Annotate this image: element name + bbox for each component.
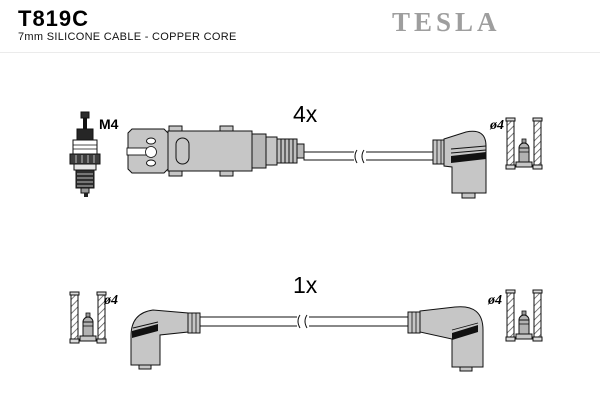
cable-break-icon [297, 314, 309, 329]
terminal-diameter-label-bottom-right: ø4 [487, 293, 502, 308]
bottom-cable [199, 314, 409, 329]
spark-plug-boot-icon-bottom-left [130, 309, 201, 370]
spark-plug-boot-icon-bottom-right [407, 306, 484, 372]
part-number: T819C [18, 6, 90, 31]
brand-logo: TESLA [392, 7, 501, 37]
terminal-diameter-label-top: ø4 [489, 118, 504, 133]
quantity-label-top: 4x [293, 101, 318, 127]
quantity-label-bottom: 1x [293, 272, 318, 298]
top-cable [303, 149, 434, 164]
spark-plug-boot-icon-top [432, 130, 487, 199]
coil-connector-icon [126, 125, 305, 177]
terminal-socket-icon-bottom-left [69, 291, 107, 344]
header-divider [0, 52, 600, 53]
terminal-socket-icon-bottom-right [505, 289, 543, 342]
spark-plug-icon [69, 111, 101, 197]
terminal-diameter-label-bottom-left: ø4 [103, 293, 118, 308]
thread-size-label: M4 [99, 116, 119, 132]
product-subtitle: 7mm SILICONE CABLE - COPPER CORE [18, 31, 237, 43]
terminal-socket-icon-top [505, 117, 543, 170]
cable-break-icon [354, 149, 366, 164]
